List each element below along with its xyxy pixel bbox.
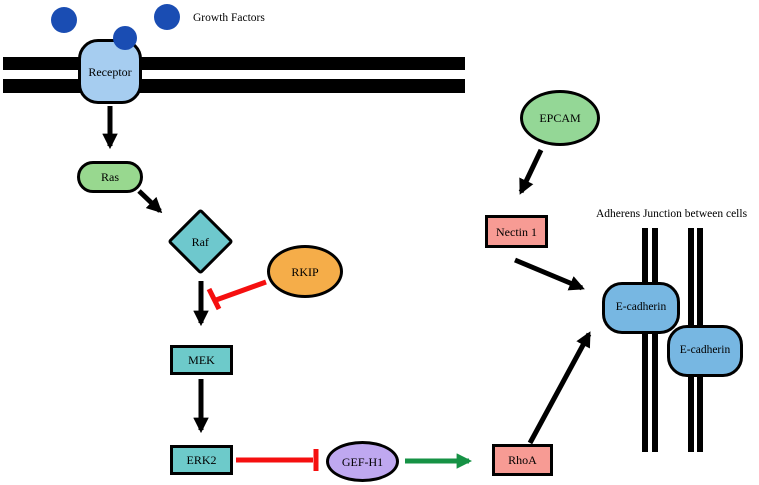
- node-ecadherin-right-label: E-cadherin: [679, 344, 731, 357]
- edge-ras-raf: [137, 189, 163, 214]
- edge-rhoa-ecadherin: [527, 331, 592, 445]
- node-rhoa-label: RhoA: [508, 453, 537, 467]
- edge-rkip-inhibition: [215, 279, 267, 303]
- node-nectin1: Nectin 1: [485, 215, 548, 248]
- growth-factors-label: Growth Factors: [193, 12, 265, 24]
- node-epcam-label: EPCAM: [539, 111, 581, 125]
- node-gef-h1-label: GEF-H1: [341, 454, 384, 469]
- node-gef-h1: GEF-H1: [326, 441, 399, 482]
- growth-factor-circle-2: [113, 26, 137, 50]
- node-ecadherin-right: E-cadherin: [667, 325, 743, 377]
- node-erk2-label: ERK2: [186, 453, 217, 467]
- growth-factor-circle-3: [154, 4, 180, 30]
- node-erk2: ERK2: [170, 445, 233, 475]
- edge-nectin1-ecadherin: [514, 257, 585, 291]
- node-nectin1-label: Nectin 1: [496, 224, 537, 239]
- junction-membrane-1b: [652, 228, 658, 452]
- node-rkip-label: RKIP: [291, 264, 319, 279]
- membrane-bar-top: [3, 57, 465, 70]
- node-ras: Ras: [77, 161, 143, 193]
- edge-rkip-inhibition-cap: [206, 287, 222, 311]
- node-rhoa: RhoA: [492, 444, 553, 476]
- membrane-bar-bottom: [3, 79, 465, 93]
- node-ecadherin-left-label: E-cadherin: [615, 301, 667, 314]
- edge-epcam-nectin1: [518, 148, 544, 195]
- node-mek: MEK: [170, 345, 233, 375]
- node-ras-label: Ras: [101, 170, 119, 184]
- junction-membrane-1a: [642, 228, 648, 452]
- node-receptor: Receptor: [78, 39, 142, 104]
- node-rkip: RKIP: [267, 245, 343, 298]
- node-receptor-label: Receptor: [88, 64, 132, 79]
- adherens-junction-label: Adherens Junction between cells: [596, 208, 748, 220]
- node-raf-label: Raf: [191, 234, 210, 249]
- node-ecadherin-left: E-cadherin: [602, 282, 680, 334]
- node-mek-label: MEK: [188, 353, 215, 367]
- growth-factor-circle-1: [51, 7, 77, 33]
- node-epcam: EPCAM: [520, 90, 600, 146]
